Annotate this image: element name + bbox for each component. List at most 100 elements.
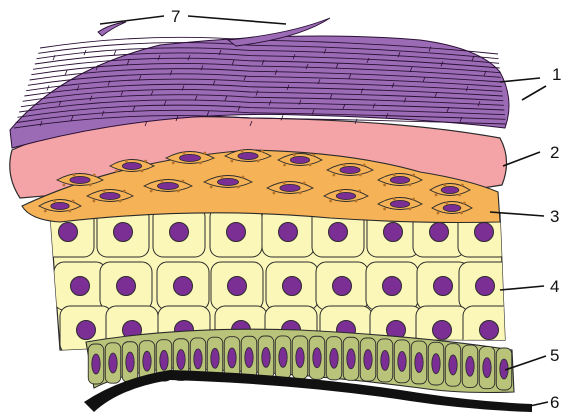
basal-cell-nucleus [296,348,304,368]
callout-2: 2 [550,143,559,162]
spinous-cell-nucleus [433,321,452,340]
basal-cell-nucleus [279,347,287,367]
granular-cell-nucleus [70,176,90,183]
granular-cell-nucleus [340,166,360,173]
keratohyalin-granule [363,164,366,167]
keratohyalin-granule [203,152,206,155]
leader-line-1a [500,78,540,82]
spinous-cell-nucleus [475,223,494,242]
keratohyalin-granule [241,176,244,179]
keratohyalin-granule [220,176,223,179]
keratohyalin-granule [383,184,386,187]
granular-cell-nucleus [51,202,69,209]
keratohyalin-granule [241,150,244,153]
leader-line-1b [522,86,546,100]
keratohyalin-granule [333,174,336,177]
keratohyalin-granule [44,210,47,213]
keratohyalin-granule [303,182,306,185]
leader-line-4 [500,286,544,290]
keratohyalin-granule [393,198,396,201]
granular-cell-nucleus [390,200,409,207]
keratohyalin-granule [437,212,440,215]
granular-cell-nucleus [217,178,238,185]
basal-cell-nucleus [398,351,406,371]
keratohyalin-granule [412,174,415,177]
keratohyalin-granule [53,200,56,203]
leader-line-2 [503,152,540,166]
callout-6: 6 [550,393,559,412]
keratohyalin-granule [435,194,438,197]
callout-5: 5 [550,346,559,365]
spinous-cell-nucleus [383,277,402,296]
basal-cell-nucleus [109,353,117,373]
keratohyalin-granule [299,192,302,195]
basal-cell-nucleus [245,348,253,368]
spinous-cell-nucleus [174,277,193,296]
basal-cell-nucleus [449,355,457,375]
keratohyalin-granule [231,160,234,163]
basal-cell-nucleus [381,350,389,370]
keratohyalin-granule [293,154,296,157]
spinous-cell-nucleus [170,223,189,242]
keratohyalin-granule [309,164,312,167]
spinous-cell-nucleus [329,223,348,242]
keratohyalin-granule [339,190,342,193]
keratohyalin-granule [343,164,346,167]
granular-cell-nucleus [280,184,300,191]
spinous-cell-nucleus [333,277,352,296]
basal-cell-nucleus [92,354,100,374]
corneum-squame-edge [114,50,116,55]
spinous-cell-nucleus [430,223,449,242]
keratohyalin-granule [261,150,264,153]
spinous-cell-nucleus [476,277,495,296]
keratohyalin-granule [89,184,92,187]
granular-cell-nucleus [441,186,459,193]
spinous-cell-nucleus [434,277,453,296]
keratohyalin-granule [358,190,361,193]
basal-cell-nucleus [262,347,270,367]
spinous-cell-nucleus [227,223,246,242]
spinous-cell-nucleus [283,277,302,296]
keratohyalin-granule [141,170,144,173]
keratohyalin-granule [458,194,461,197]
keratohyalin-granule [355,200,358,203]
granular-cell-nucleus [336,192,355,199]
keratohyalin-granule [409,184,412,187]
granular-cell-nucleus [157,182,178,189]
keratohyalin-granule [72,200,75,203]
spinous-cell-nucleus [59,223,78,242]
keratohyalin-granule [115,170,118,173]
keratohyalin-granule [329,200,332,203]
callout-3: 3 [550,207,559,226]
basal-cell-nucleus [194,349,202,369]
spinous-cell-nucleus [279,223,298,242]
basal-cell-nucleus [228,348,236,368]
basal-cell-nucleus [347,349,355,369]
keratohyalin-granule [150,190,153,193]
keratohyalin-granule [172,162,175,165]
granular-cell-nucleus [179,154,200,161]
callout-7: 7 [171,7,180,26]
basal-cell-nucleus [160,350,168,370]
keratohyalin-granule [359,174,362,177]
granular-cell-nucleus [443,204,461,211]
keratohyalin-granule [103,190,106,193]
keratohyalin-granule [123,190,126,193]
keratohyalin-granule [68,210,71,213]
basal-cell-nucleus [483,358,491,378]
basal-cell-nucleus [211,348,219,368]
basal-cell-nucleus [313,348,321,368]
spinous-cell-nucleus [77,321,96,340]
granular-cell-nucleus [390,176,409,183]
leader-line-7-right [188,16,286,24]
keratohyalin-granule [461,184,464,187]
basal-cell-nucleus [143,351,151,371]
keratohyalin-granule [93,200,96,203]
basal-cell-nucleus [364,350,372,370]
basal-cell-nucleus [177,350,185,370]
keratohyalin-granule [144,160,147,163]
basal-cell-nucleus [330,348,338,368]
basal-cell-nucleus [432,354,440,374]
keratohyalin-granule [119,200,122,203]
